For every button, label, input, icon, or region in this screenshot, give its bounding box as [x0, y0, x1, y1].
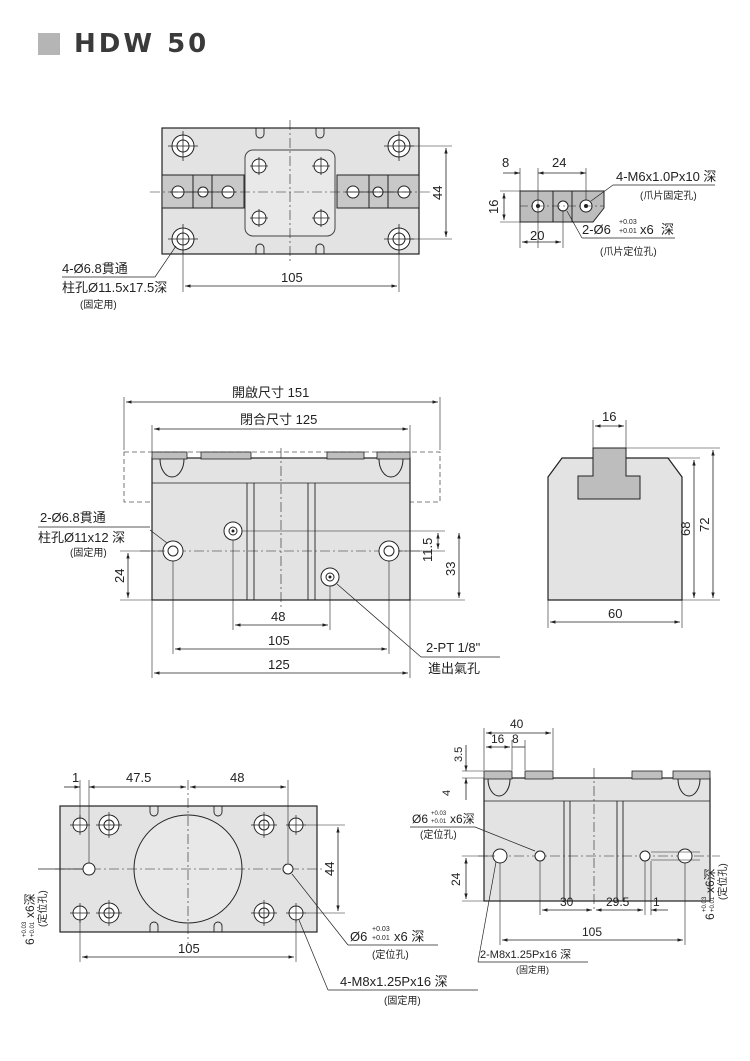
- bottom-pin-tol-minus: +0.01: [372, 935, 390, 942]
- bfront-dim-1: 1: [653, 895, 660, 909]
- jaw-pin-suffix: x6 深: [640, 222, 674, 237]
- bottom-dim-48: 48: [230, 770, 244, 785]
- bottom-pin-tol-plus: +0.03: [372, 926, 390, 933]
- jaw-tap-note: 4-M6x1.0Px10 深: [616, 169, 716, 184]
- bfront-dim-24: 24: [449, 872, 463, 886]
- front-hole-note-2: 柱孔Ø11x12 深: [38, 530, 125, 545]
- bfront-dim-8: 8: [512, 732, 519, 746]
- top-hole-note-1: 4-Ø6.8貫通: [62, 261, 128, 276]
- top-view: 44 105 4-Ø6.8貫通 柱孔Ø11.5x17.5深 (固定用): [62, 120, 452, 311]
- jaw-dim-16: 16: [486, 200, 501, 214]
- front-view: 開啟尺寸 151 閉合尺寸 125 2-Ø6.8貫通 柱孔Ø11x12 深 (固…: [38, 385, 500, 678]
- bottom-front-view: 40 16 8 3.5 4 Ø6 +0.03 +0.01 x6深 (定位孔) 2…: [410, 717, 729, 975]
- bottom-dim-44: 44: [322, 862, 337, 876]
- bfront-dim-4: 4: [441, 790, 453, 796]
- bottom-left-note-suffix: x6深: [23, 893, 37, 918]
- bottom-left-note-tol-minus: +0.01: [30, 921, 36, 937]
- bfront-tap-sub: (固定用): [516, 964, 549, 975]
- jaw-dim-8: 8: [502, 155, 509, 170]
- top-dim-44: 44: [430, 186, 445, 200]
- bfront-dim-40: 40: [510, 717, 524, 731]
- bottom-dim-105: 105: [178, 941, 200, 956]
- bfront-pin-suffix: x6深: [450, 812, 475, 826]
- bfront-dim-3-5: 3.5: [453, 747, 465, 762]
- front-dim-125: 125: [268, 657, 290, 672]
- jaw-pin-tol-plus: +0.03: [619, 219, 637, 226]
- bottom-pin-suffix: x6 深: [394, 929, 424, 944]
- bfront-pin-tol-plus: +0.03: [431, 811, 447, 817]
- bfront-dim-30: 30: [560, 895, 574, 909]
- title-marker: [38, 33, 60, 55]
- bottom-tap-note: 4-M8x1.25Px16 深: [340, 974, 448, 989]
- top-hole-note-2: 柱孔Ø11.5x17.5深: [62, 280, 167, 295]
- top-dim-105: 105: [281, 270, 303, 285]
- side-view: 16 68 72 60: [547, 409, 720, 628]
- front-dim-24: 24: [112, 569, 127, 583]
- bottom-pin-sub: (定位孔): [372, 948, 409, 961]
- side-dim-72: 72: [697, 518, 712, 532]
- front-open-label: 開啟尺寸 151: [232, 385, 309, 400]
- jaw-dim-24: 24: [552, 155, 566, 170]
- bottom-left-note-sub: (定位孔): [36, 890, 49, 927]
- bottom-view: 1 47.5 48 44 105 6 +0.03 +0.01 x6深 (定位孔)…: [22, 770, 478, 1007]
- front-close-label: 閉合尺寸 125: [240, 412, 317, 427]
- bfront-right-sub: (定位孔): [716, 863, 729, 900]
- bfront-dim-29-5: 29.5: [606, 895, 630, 909]
- top-hole-note-3: (固定用): [80, 298, 117, 311]
- jaw-pin-tol-minus: +0.01: [619, 228, 637, 235]
- jaw-pin-sub: (爪片定位孔): [600, 245, 657, 258]
- jaw-dim-20: 20: [530, 228, 544, 243]
- front-hole-note-3: (固定用): [70, 546, 107, 559]
- bfront-tap-note: 2-M8x1.25Px16 深: [480, 948, 571, 961]
- bottom-tap-sub: (固定用): [384, 994, 421, 1007]
- bottom-dim-1: 1: [72, 770, 79, 785]
- front-dim-48: 48: [271, 609, 285, 624]
- bfront-pin-sub: (定位孔): [420, 828, 457, 841]
- front-dim-105: 105: [268, 633, 290, 648]
- side-dim-68: 68: [678, 522, 693, 536]
- front-dim-11-5: 11.5: [420, 538, 435, 562]
- jaw-pin-prefix: 2-Ø6: [582, 222, 611, 237]
- bfront-pin-prefix: Ø6: [412, 812, 428, 826]
- side-dim-16: 16: [602, 409, 616, 424]
- jaw-tap-sub: (爪片固定孔): [640, 189, 697, 202]
- front-port-note-1: 2-PT 1/8": [426, 640, 481, 655]
- bottom-dim-47-5: 47.5: [126, 770, 151, 785]
- jaw-view: 8 24 16 20 4-M6x1.0Px10 深 (爪片固定孔) 2-Ø6 +…: [486, 155, 716, 258]
- side-dim-60: 60: [608, 606, 622, 621]
- bfront-right-note-main: 6: [703, 913, 717, 920]
- front-hole-note-1: 2-Ø6.8貫通: [40, 510, 106, 525]
- page-title: HDW 50: [74, 29, 210, 59]
- bfront-right-tol-plus: +0.03: [702, 896, 708, 912]
- bottom-pin-prefix: Ø6: [350, 929, 367, 944]
- bfront-dim-16: 16: [491, 732, 505, 746]
- bottom-left-note-tol-plus: +0.03: [22, 921, 28, 937]
- front-port-note-2: 進出氣孔: [428, 661, 480, 676]
- bottom-left-note-main: 6: [23, 938, 37, 945]
- front-dim-33: 33: [443, 562, 458, 576]
- bfront-right-tol-minus: +0.01: [710, 896, 716, 912]
- bfront-right-suffix: x6深: [703, 868, 717, 893]
- bfront-dim-105: 105: [582, 925, 602, 939]
- bfront-pin-tol-minus: +0.01: [431, 819, 447, 825]
